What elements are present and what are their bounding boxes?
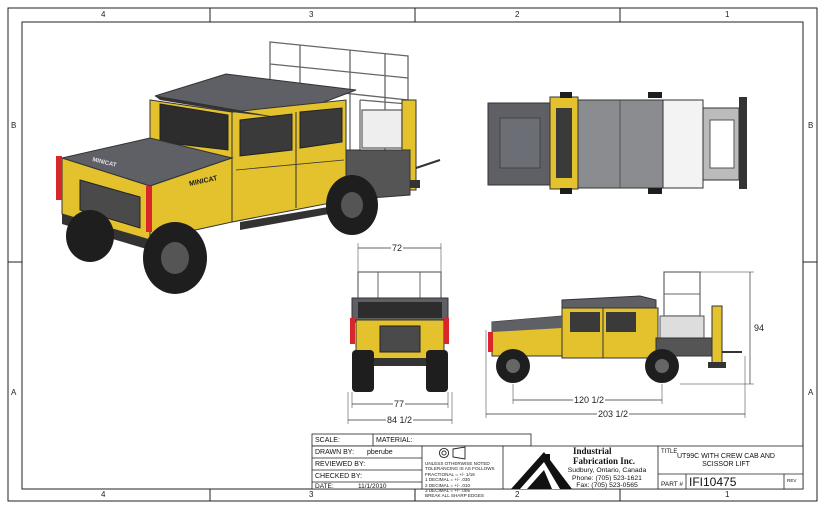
title-label: TITLE [661,449,678,455]
iso-grille [79,179,141,229]
company-name: Industrial Fabrication Inc. [573,446,635,466]
zone-column-3-top: 3 [309,10,314,19]
zone-column-4-top: 4 [101,10,106,19]
drawn-by-value: pberube [367,449,393,456]
zone-row-b-right: B [808,121,814,130]
scale-label: SCALE: [315,437,340,444]
zone-column-4-bottom: 4 [101,490,106,499]
revision-label: REV [787,478,797,483]
date-label: DATE: [315,483,334,490]
dimension-height: 94 [753,323,766,333]
part-number-value: IFI10475 [689,475,737,489]
dimension-track-width: 77 [393,399,406,409]
iso-marker-light-left [56,156,62,200]
date-value: 11/1/2010 [358,483,387,490]
zone-column-1-bottom: 1 [725,490,730,499]
dimension-front-width: 72 [391,243,404,253]
checked-by-label: CHECKED BY: [315,473,363,480]
material-label: MATERIAL: [376,437,413,444]
zone-row-b-left: B [11,121,17,130]
zone-row-a-left: A [11,388,17,397]
drawn-by-label: DRAWN BY: [315,449,355,456]
zone-column-2-top: 2 [515,10,520,19]
dimension-wheelbase: 120 1/2 [573,395,606,405]
tolerance-notes: UNLESS OTHERWISE NOTED TOLERANCING IS AS… [425,461,495,499]
zone-column-1-top: 1 [725,10,730,19]
drawing-title: UT99C WITH CREW CAB AND SCISSOR LIFT [676,453,775,468]
reviewed-by-label: REVIEWED BY: [315,461,366,468]
iso-marker-light-right [146,186,152,232]
zone-column-2-bottom: 2 [515,490,520,499]
zone-row-a-right: A [808,388,814,397]
dimension-overall-width: 84 1/2 [386,415,414,425]
company-contact: Sudbury, Ontario, Canada Phone: (705) 52… [567,467,647,490]
dimension-overall-length: 203 1/2 [597,409,630,419]
iso-wheel-front-left [66,210,114,262]
zone-column-3-bottom: 3 [309,490,314,499]
industrial-fabrication-logo [511,452,572,489]
third-angle-projection-icon [438,446,466,460]
top-view-lift-platform [662,99,704,189]
part-number-label: PART # [661,481,684,488]
